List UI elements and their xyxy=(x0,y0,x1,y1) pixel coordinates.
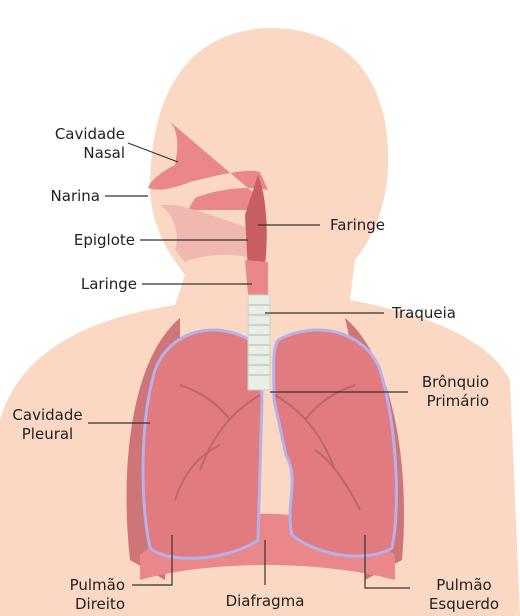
label-pulmao-esquerdo: Pulmão Esquerdo xyxy=(414,576,514,614)
label-pulmao-direito: Pulmão Direito xyxy=(40,576,125,614)
label-narina: Narina xyxy=(20,187,100,206)
left-lung xyxy=(274,330,397,556)
label-laringe: Laringe xyxy=(42,275,137,294)
label-traqueia: Traqueia xyxy=(392,304,492,323)
larynx xyxy=(245,260,268,295)
label-epiglote: Epiglote xyxy=(40,231,135,250)
label-diafragma: Diafragma xyxy=(210,592,320,611)
label-faringe: Faringe xyxy=(330,216,420,235)
label-cavidade-pleural: Cavidade Pleural xyxy=(0,406,95,444)
label-cavidade-nasal: Cavidade Nasal xyxy=(30,125,125,163)
right-lung xyxy=(143,330,262,558)
label-bronquio-primario: Brônquio Primário xyxy=(392,373,489,411)
